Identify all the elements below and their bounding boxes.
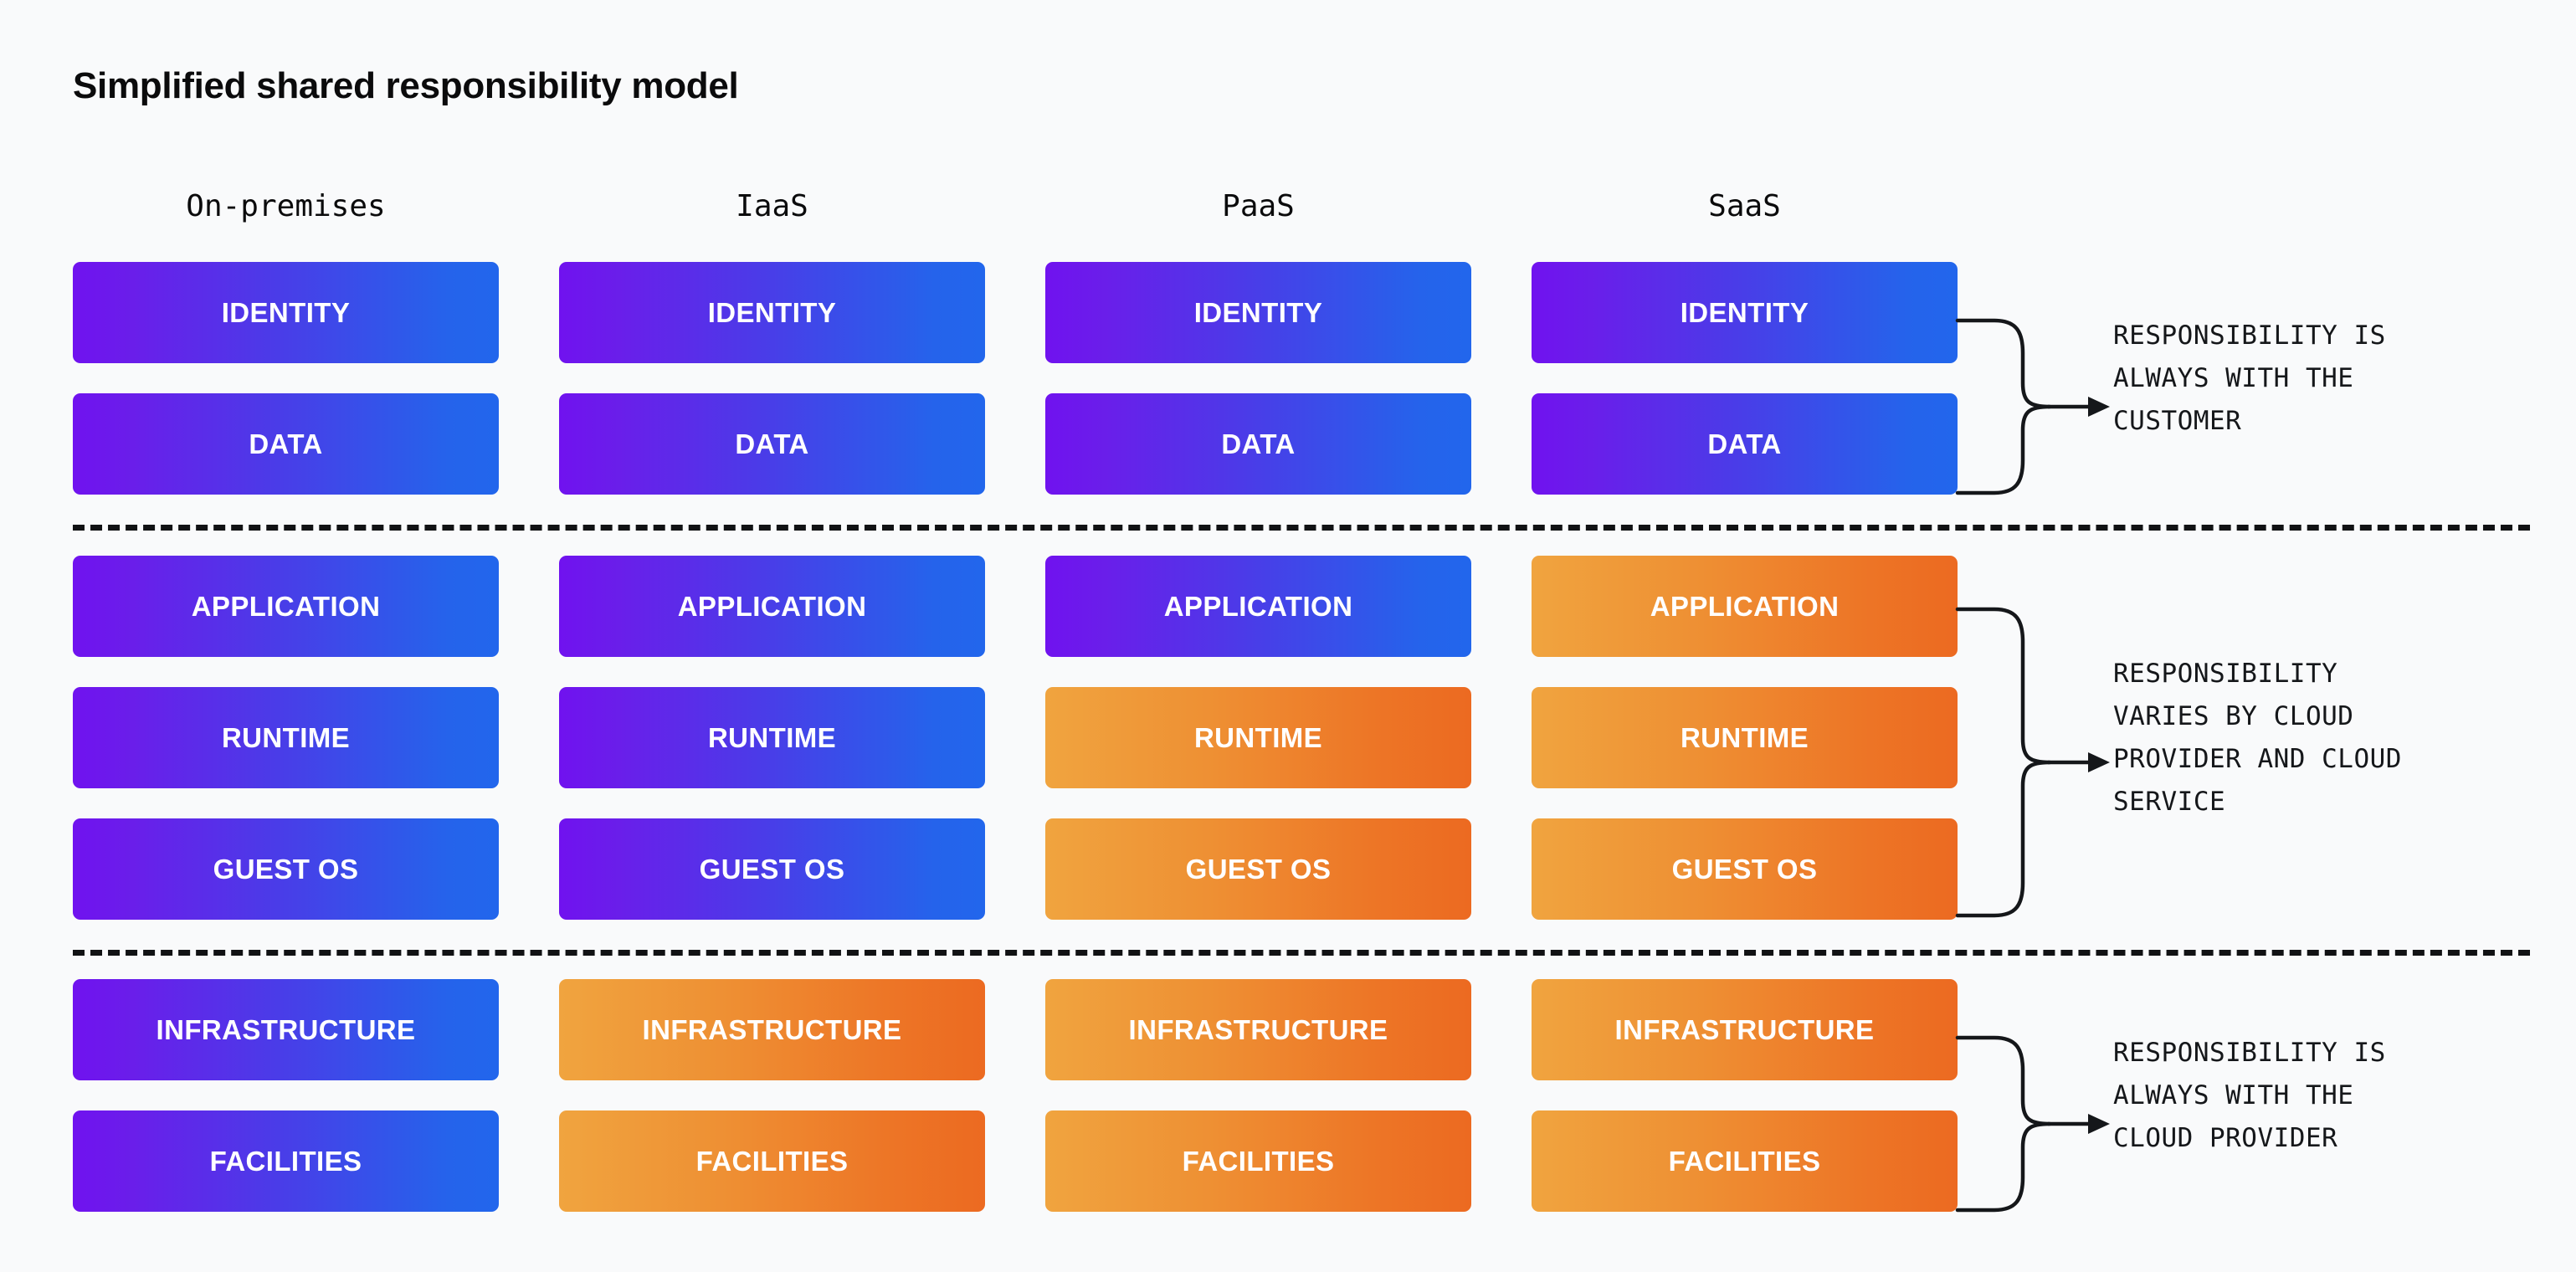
cell-label: APPLICATION xyxy=(191,590,381,622)
cell-label: RUNTIME xyxy=(1680,721,1809,753)
brace-always-provider xyxy=(1955,1035,2117,1213)
cell-application-on-premises[interactable]: APPLICATION xyxy=(73,556,499,657)
annotation-varies: RESPONSIBILITY VARIES BY CLOUD PROVIDER … xyxy=(2113,659,2402,817)
cell-guest-os-iaas[interactable]: GUEST OS xyxy=(559,818,985,920)
cell-data-iaas[interactable]: DATA xyxy=(559,393,985,495)
cell-infrastructure-iaas[interactable]: INFRASTRUCTURE xyxy=(559,979,985,1080)
annotation-always-customer: RESPONSIBILITY IS ALWAYS WITH THE CUSTOM… xyxy=(2113,321,2386,436)
cell-data-on-premises[interactable]: DATA xyxy=(73,393,499,495)
brace-arrow-icon xyxy=(1955,318,2110,495)
column-header-on-premises: On-premises xyxy=(186,189,386,223)
cell-application-iaas[interactable]: APPLICATION xyxy=(559,556,985,657)
cell-label: DATA xyxy=(1707,428,1782,459)
brace-varies xyxy=(1955,607,2117,918)
brace-always-customer xyxy=(1955,318,2117,495)
cell-data-paas[interactable]: DATA xyxy=(1045,393,1471,495)
cell-application-paas[interactable]: APPLICATION xyxy=(1045,556,1471,657)
cell-runtime-on-premises[interactable]: RUNTIME xyxy=(73,687,499,788)
cell-label: APPLICATION xyxy=(677,590,867,622)
cell-label: FACILITIES xyxy=(1182,1145,1335,1177)
cell-facilities-iaas[interactable]: FACILITIES xyxy=(559,1110,985,1212)
cell-label: IDENTITY xyxy=(1193,296,1323,328)
cell-label: GUEST OS xyxy=(1185,853,1332,885)
cell-label: FACILITIES xyxy=(1668,1145,1821,1177)
column-header-iaas: IaaS xyxy=(736,189,808,223)
cell-label: APPLICATION xyxy=(1163,590,1353,622)
cell-runtime-iaas[interactable]: RUNTIME xyxy=(559,687,985,788)
cell-label: RUNTIME xyxy=(707,721,837,753)
cell-label: DATA xyxy=(735,428,809,459)
cell-infrastructure-saas[interactable]: INFRASTRUCTURE xyxy=(1532,979,1958,1080)
cell-label: INFRASTRUCTURE xyxy=(1614,1013,1875,1045)
cell-guest-os-saas[interactable]: GUEST OS xyxy=(1532,818,1958,920)
cell-label: RUNTIME xyxy=(221,721,351,753)
cell-identity-saas[interactable]: IDENTITY xyxy=(1532,262,1958,363)
brace-arrow-icon xyxy=(1955,1035,2110,1213)
cell-label: APPLICATION xyxy=(1650,590,1840,622)
cell-guest-os-paas[interactable]: GUEST OS xyxy=(1045,818,1471,920)
cell-label: IDENTITY xyxy=(221,296,351,328)
cell-data-saas[interactable]: DATA xyxy=(1532,393,1958,495)
separator-top xyxy=(73,525,2530,531)
column-header-saas: SaaS xyxy=(1708,189,1781,223)
annotation-always-provider: RESPONSIBILITY IS ALWAYS WITH THE CLOUD … xyxy=(2113,1038,2386,1153)
cell-identity-on-premises[interactable]: IDENTITY xyxy=(73,262,499,363)
cell-infrastructure-on-premises[interactable]: INFRASTRUCTURE xyxy=(73,979,499,1080)
cell-label: FACILITIES xyxy=(695,1145,849,1177)
cell-label: INFRASTRUCTURE xyxy=(156,1013,416,1045)
cell-runtime-saas[interactable]: RUNTIME xyxy=(1532,687,1958,788)
brace-arrow-icon xyxy=(1955,607,2110,918)
column-header-paas: PaaS xyxy=(1222,189,1295,223)
cell-facilities-on-premises[interactable]: FACILITIES xyxy=(73,1110,499,1212)
cell-label: GUEST OS xyxy=(213,853,359,885)
cell-application-saas[interactable]: APPLICATION xyxy=(1532,556,1958,657)
cell-guest-os-on-premises[interactable]: GUEST OS xyxy=(73,818,499,920)
cell-facilities-paas[interactable]: FACILITIES xyxy=(1045,1110,1471,1212)
cell-label: INFRASTRUCTURE xyxy=(1128,1013,1388,1045)
separator-bottom xyxy=(73,950,2530,956)
cell-label: GUEST OS xyxy=(699,853,845,885)
cell-label: INFRASTRUCTURE xyxy=(642,1013,902,1045)
cell-label: IDENTITY xyxy=(1680,296,1809,328)
cell-label: IDENTITY xyxy=(707,296,837,328)
cell-label: DATA xyxy=(1221,428,1296,459)
cell-infrastructure-paas[interactable]: INFRASTRUCTURE xyxy=(1045,979,1471,1080)
page-title: Simplified shared responsibility model xyxy=(73,65,739,106)
cell-label: GUEST OS xyxy=(1671,853,1818,885)
cell-label: DATA xyxy=(249,428,323,459)
cell-identity-paas[interactable]: IDENTITY xyxy=(1045,262,1471,363)
cell-facilities-saas[interactable]: FACILITIES xyxy=(1532,1110,1958,1212)
cell-runtime-paas[interactable]: RUNTIME xyxy=(1045,687,1471,788)
cell-label: RUNTIME xyxy=(1193,721,1323,753)
cell-label: FACILITIES xyxy=(209,1145,362,1177)
cell-identity-iaas[interactable]: IDENTITY xyxy=(559,262,985,363)
